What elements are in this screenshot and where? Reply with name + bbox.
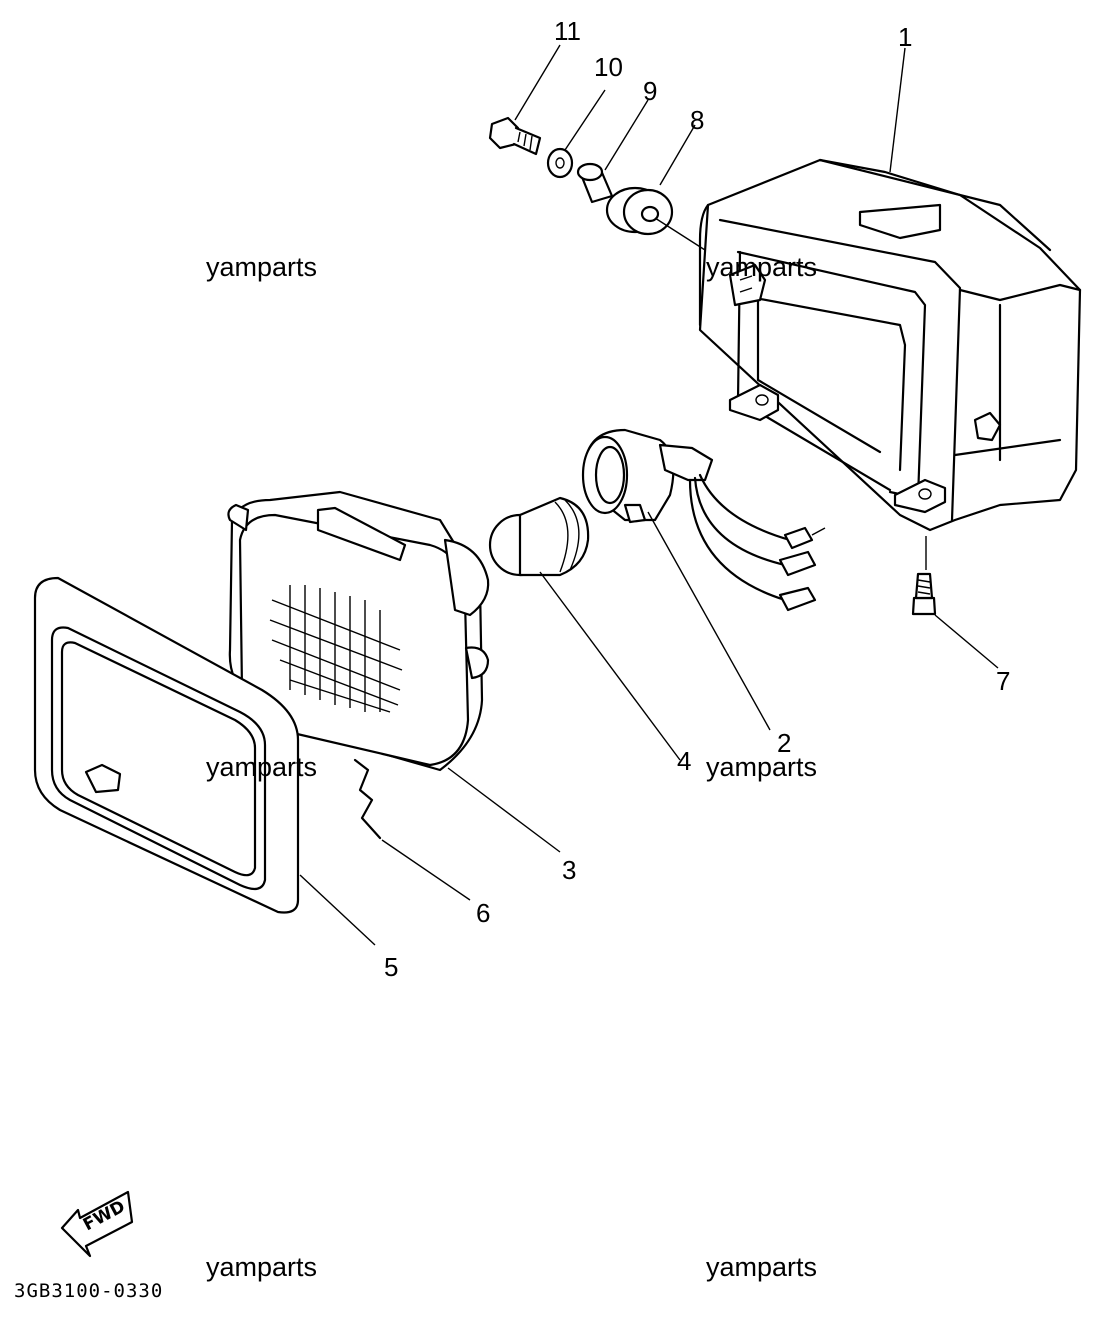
part-7-screw — [911, 536, 999, 669]
part-6-spring — [353, 758, 471, 901]
part-8-grommet — [605, 124, 706, 251]
callout-1: 1 — [898, 22, 913, 52]
callout-6: 6 — [476, 898, 491, 928]
watermark-text: yamparts — [206, 252, 318, 282]
part-9-collar — [576, 99, 649, 204]
callout-4: 4 — [677, 746, 692, 776]
callout-9: 9 — [643, 76, 658, 106]
watermark-text: yamparts — [706, 752, 818, 782]
fwd-arrow-icon — [60, 1190, 134, 1258]
watermark-text: yamparts — [206, 1252, 318, 1282]
part-5-rim — [33, 576, 376, 946]
callout-11: 11 — [554, 16, 581, 46]
part-4-bulb — [488, 496, 681, 761]
diagram-code: 3GB3100-0330 — [14, 1280, 164, 1302]
part-1-headlight-housing — [698, 47, 1082, 532]
part-3-headlight-unit — [227, 490, 561, 853]
part-2-bulb-socket — [581, 428, 826, 731]
callout-3: 3 — [562, 855, 577, 885]
watermark-text: yamparts — [706, 1252, 818, 1282]
callout-10: 10 — [594, 52, 623, 82]
callout-7: 7 — [996, 666, 1011, 696]
watermark-text: yamparts — [706, 252, 818, 282]
part-11-bolt — [488, 44, 561, 156]
callout-2: 2 — [777, 728, 792, 758]
callout-8: 8 — [690, 105, 705, 135]
part-10-washer — [546, 89, 606, 179]
watermark-text: yamparts — [206, 752, 318, 782]
callout-5: 5 — [384, 952, 399, 982]
